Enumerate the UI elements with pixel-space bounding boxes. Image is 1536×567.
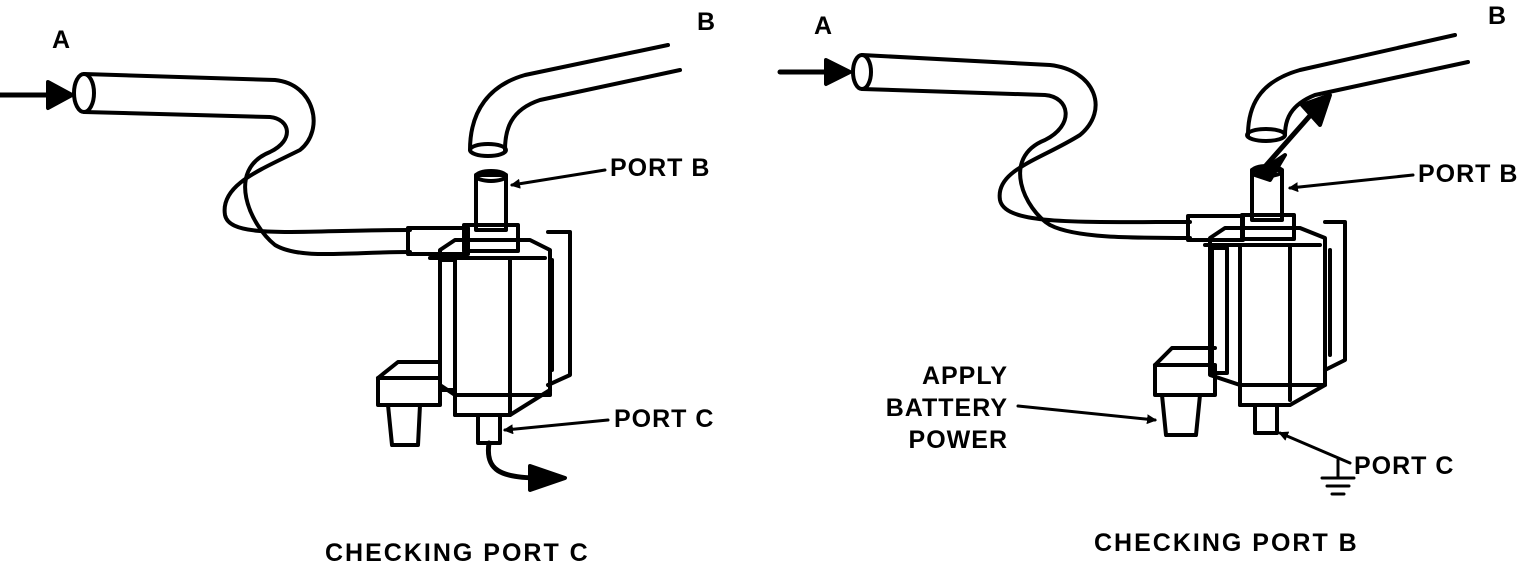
left-inlet-arrow	[0, 80, 74, 110]
left-hose-b	[468, 43, 682, 158]
apply-line-3: POWER	[908, 426, 1008, 454]
left-port-b-label: PORT B	[610, 154, 711, 182]
right-panel	[777, 33, 1470, 496]
right-port-c-leader	[1278, 431, 1352, 465]
apply-line-2: BATTERY	[885, 394, 1008, 422]
right-port-b-label: PORT B	[1418, 160, 1519, 188]
left-valve-body	[376, 230, 572, 447]
right-hose-b	[1245, 33, 1470, 143]
right-port-c-label: PORT C	[1354, 452, 1455, 480]
left-hose-a	[72, 72, 470, 257]
right-valve-body	[1153, 220, 1347, 437]
right-label-b: B	[1488, 2, 1508, 30]
left-label-b: B	[697, 8, 717, 36]
apply-line-1: APPLY	[921, 362, 1008, 390]
right-port-c-nozzle	[1253, 403, 1279, 435]
left-port-c-leader	[503, 418, 610, 435]
ground-symbol-icon	[1320, 458, 1356, 496]
left-label-a: A	[52, 26, 72, 54]
right-apply-label: APPLY BATTERY POWER	[868, 360, 1008, 456]
right-inlet-arrow	[777, 58, 852, 86]
left-caption: CHECKING PORT C	[325, 539, 590, 567]
left-port-c-nozzle	[476, 413, 567, 492]
right-label-a: A	[814, 12, 834, 40]
right-port-b-leader	[1288, 173, 1415, 193]
left-port-c-label: PORT C	[614, 405, 715, 433]
left-port-b-leader	[510, 168, 607, 189]
right-caption: CHECKING PORT B	[1094, 529, 1359, 557]
right-apply-leader	[1016, 404, 1157, 425]
left-panel	[0, 43, 682, 492]
right-hose-a	[851, 53, 1245, 242]
